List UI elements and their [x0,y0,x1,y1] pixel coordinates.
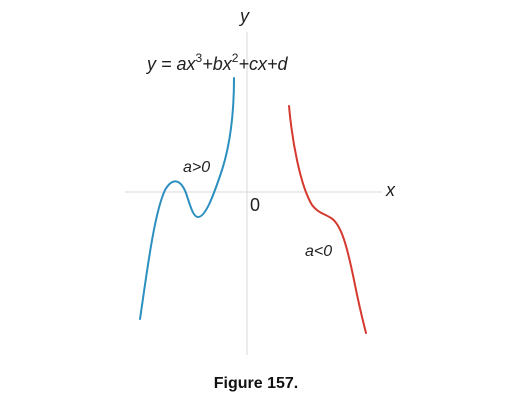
curve-a-negative [288,105,367,334]
curve-a-positive [139,77,235,320]
equation-middle: +bx [202,54,233,74]
y-axis-label: y [238,6,250,26]
equation-suffix: +cx+d [238,54,288,74]
curve-label-a-positive: a>0 [183,159,210,176]
cubic-equation: y = ax3+bx2+cx+d [145,51,288,74]
equation-exponent-3: 3 [196,51,203,65]
x-axis-label: x [385,180,396,200]
figure-caption: Figure 157. [214,375,298,392]
origin-label: 0 [250,195,260,215]
curve-label-a-negative: a<0 [305,243,332,260]
equation-exponent-2: 2 [232,51,239,65]
equation-prefix: y = ax [145,54,197,74]
